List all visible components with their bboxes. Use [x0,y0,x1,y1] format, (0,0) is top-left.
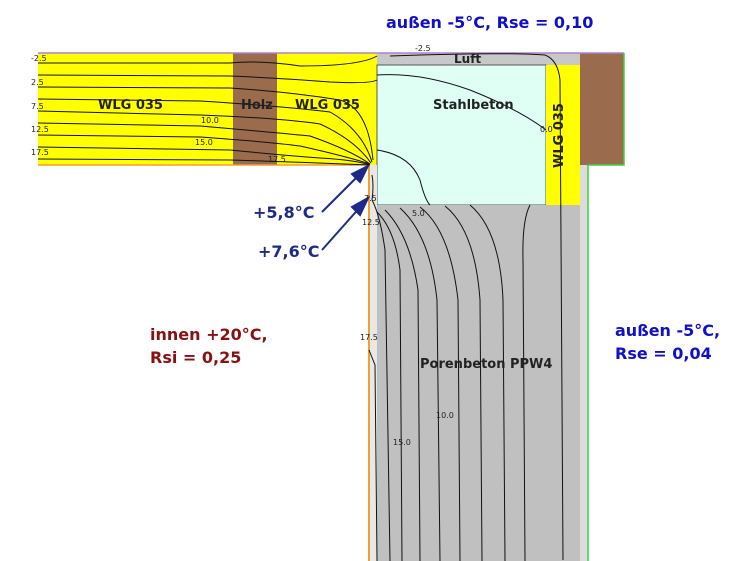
boundary-outside-right-1: außen -5°C, [615,321,721,340]
isotherm-label: 15.0 [393,438,411,447]
outer-plaster [580,165,588,561]
boundary-inside-2: Rsi = 0,25 [150,348,242,367]
isotherm-label: 10.0 [201,116,219,125]
isotherm-label: 7.5 [364,194,377,203]
isotherm-label: 17.5 [31,148,49,157]
inner-plaster [369,165,377,561]
material-label-wlg-left: WLG 035 [98,98,163,113]
wood-beam [233,53,277,165]
material-label-wlg-mid: WLG 035 [295,98,360,113]
temperature-arrows [321,163,371,251]
insulation-vertical [546,65,580,205]
isotherm-label: 5.0 [412,209,425,218]
isotherm-label: 15.0 [195,138,213,147]
material-label-holz: Holz [241,98,273,113]
boundary-outside-top: außen -5°C, Rse = 0,10 [386,13,594,32]
wood-end [580,53,624,165]
insulation-mid [277,53,377,165]
material-label-wlg-vertical: WLG 035 [551,103,567,168]
material-label-stahlbeton: Stahlbeton [433,98,514,113]
isotherm-label: 7.5 [31,102,44,111]
boundary-inside-1: innen +20°C, [150,325,268,344]
aerated-concrete-wall [377,205,580,561]
isotherms-slab [37,53,564,561]
isotherm-label: 12.5 [31,125,49,134]
boundary-outside-right-2: Rse = 0,04 [615,344,712,363]
reinforced-concrete [376,64,547,206]
isotherm-label: 17.5 [360,333,378,342]
isotherm-label: 12.5 [362,218,380,227]
isotherm-label: 0.0 [540,125,553,134]
insulation-left [38,53,233,165]
air-layer [377,53,580,65]
isotherms-wall [368,174,531,561]
isotherm-label: 17.5 [268,155,286,164]
isotherm-label: -2.5 [415,44,431,53]
material-label-luft: Luft [454,52,482,66]
corner-temperature-1: +5,8°C [253,203,315,222]
corner-temperature-2: +7,6°C [258,242,320,261]
isotherm-label: 10.0 [436,411,454,420]
outside-boundary-end [588,53,625,166]
material-label-porenbeton: Porenbeton PPW4 [420,357,553,372]
isotherm-label: -2.5 [31,54,47,63]
isotherm-label: 2.5 [31,78,44,87]
